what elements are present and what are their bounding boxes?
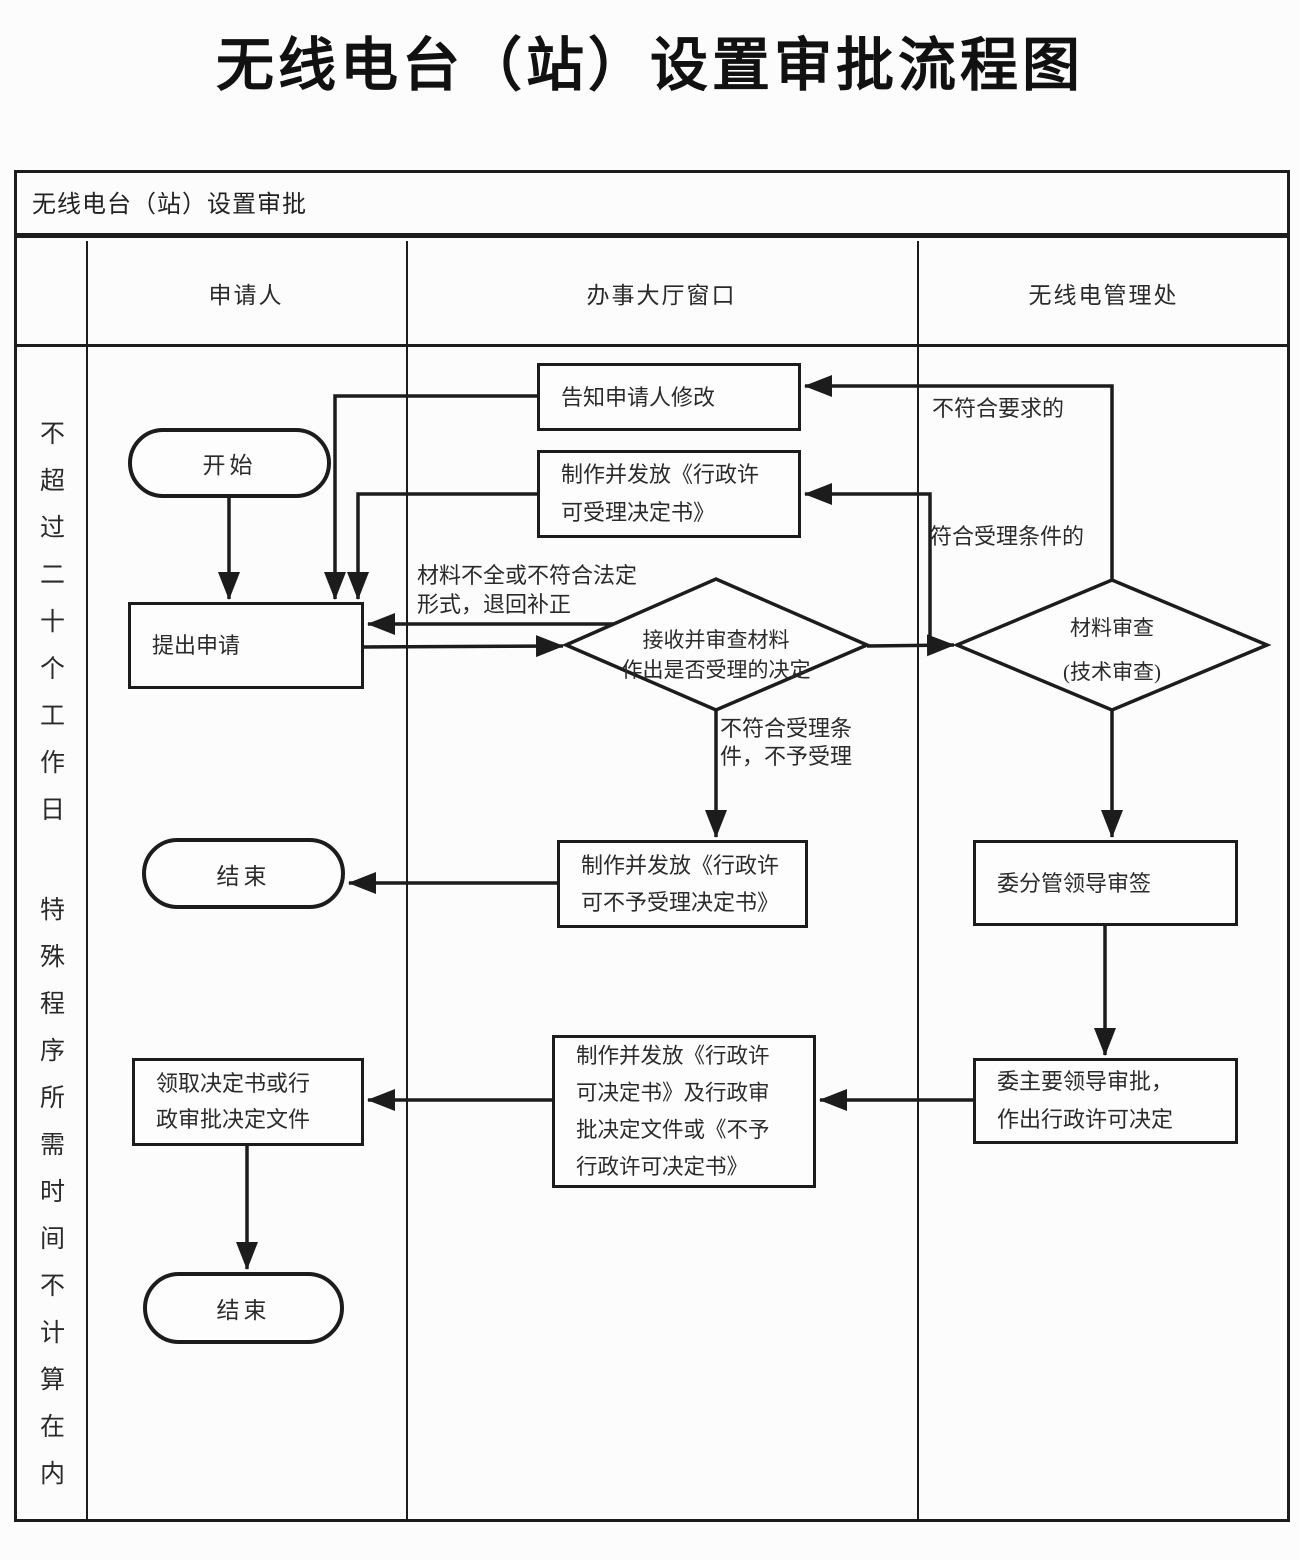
time-note-line2: 特殊程序所需时间不计算在内 — [36, 896, 64, 1507]
issue-rejection-line2: 可不予受理决定书》 — [581, 890, 780, 915]
lane-header-radio-office: 无线电管理处 — [1028, 283, 1179, 308]
submit-label: 提出申请 — [152, 633, 241, 658]
note-column-divider — [86, 241, 88, 1519]
receive-line2: 政审批决定文件 — [156, 1107, 311, 1132]
lane-header-applicant: 申请人 — [208, 283, 284, 308]
time-note-part1: 不超过二十个工作日 — [14, 420, 86, 843]
label-not-accept-line1: 不符合受理条 — [720, 716, 853, 741]
chief-approve-node: 委主要领导审批， 作出行政许可决定 — [973, 1058, 1238, 1144]
issue-decision-line1: 制作并发放《行政许 — [576, 1043, 770, 1068]
issue-rejection-line1: 制作并发放《行政许 — [581, 853, 780, 878]
label-not-accept-line2: 件，不予受理 — [720, 744, 853, 769]
label-not-meet: 不符合要求的 — [932, 396, 1065, 421]
receive-line1: 领取决定书或行 — [156, 1071, 311, 1096]
lane-divider-2 — [917, 241, 919, 1519]
label-incomplete-line2: 形式，退回补正 — [417, 592, 572, 617]
notify-modify-node: 告知申请人修改 — [537, 363, 801, 431]
end-node-reject: 结束 — [142, 838, 345, 909]
label-meet-accept: 符合受理条件的 — [930, 524, 1085, 549]
label-not-accept: 不符合受理条 件，不予受理 — [720, 715, 852, 771]
chief-approve-line2: 作出行政许可决定 — [997, 1107, 1174, 1132]
caption-divider-line — [14, 233, 1290, 238]
deputy-sign-node: 委分管领导审签 — [973, 840, 1238, 926]
table-frame — [14, 170, 1290, 1522]
time-note-part2: 特殊程序所需时间不计算在内 — [14, 896, 86, 1507]
issue-acceptance-line1: 制作并发放《行政许 — [561, 462, 760, 487]
end-final-label: 结束 — [216, 1298, 271, 1323]
lane-header-service-hall: 办事大厅窗口 — [586, 283, 737, 308]
header-divider-line — [17, 344, 1287, 347]
chief-approve-line1: 委主要领导审批， — [997, 1069, 1174, 1094]
issue-decision-line4: 行政许可决定书》 — [576, 1154, 749, 1179]
issue-decision-node: 制作并发放《行政许 可决定书》及行政审 批决定文件或《不予 行政许可决定书》 — [552, 1035, 816, 1188]
issue-acceptance-node: 制作并发放《行政许 可受理决定书》 — [537, 450, 801, 538]
start-label: 开始 — [202, 453, 257, 478]
page-title: 无线电台（站）设置审批流程图 — [215, 33, 1084, 98]
label-incomplete: 材料不全或不符合法定 形式，退回补正 — [417, 561, 637, 619]
issue-rejection-node: 制作并发放《行政许 可不予受理决定书》 — [557, 840, 808, 928]
lane-divider-1 — [406, 241, 408, 1519]
start-node: 开始 — [128, 428, 331, 498]
end-node-final: 结束 — [143, 1272, 344, 1344]
table-caption: 无线电台（站）设置审批 — [32, 192, 307, 218]
label-incomplete-line1: 材料不全或不符合法定 — [417, 563, 638, 588]
submit-application-node: 提出申请 — [128, 602, 364, 689]
issue-decision-line2: 可决定书》及行政审 — [576, 1080, 770, 1105]
end-reject-label: 结束 — [216, 863, 271, 889]
receive-decision-node: 领取决定书或行 政审批决定文件 — [132, 1058, 364, 1146]
time-note-line1: 不超过二十个工作日 — [36, 420, 64, 843]
notify-modify-label: 告知申请人修改 — [561, 384, 716, 410]
issue-decision-line3: 批决定文件或《不予 — [576, 1117, 770, 1142]
issue-acceptance-line2: 可受理决定书》 — [561, 500, 716, 525]
deputy-sign-label: 委分管领导审签 — [997, 870, 1152, 896]
